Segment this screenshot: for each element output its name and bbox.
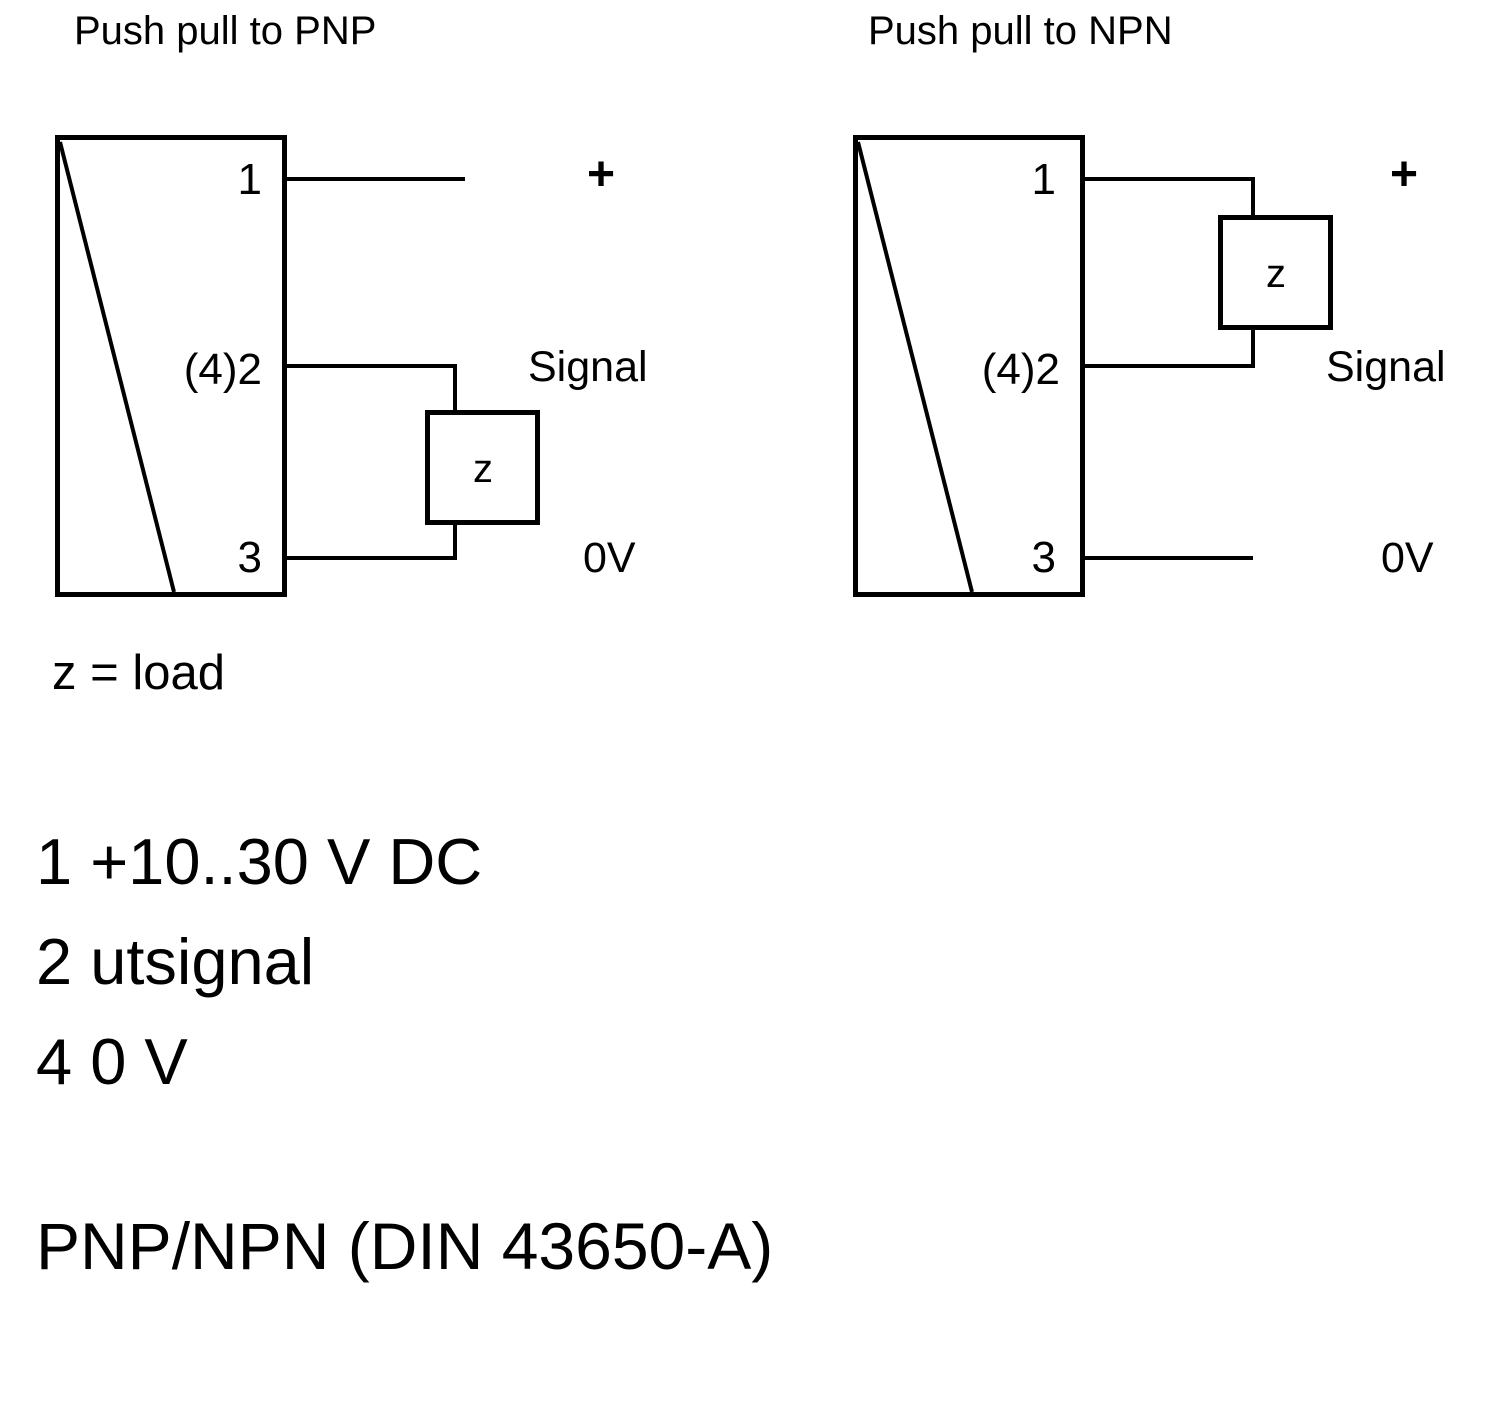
pin-description-line: 1 +10..30 V DC: [36, 825, 483, 898]
pnp-zero-volt-label: 0V: [583, 534, 636, 582]
pnp-sensor-body: [55, 135, 287, 597]
npn-sensor-diagonal-line: [856, 141, 974, 593]
pnp-signal-label: Signal: [528, 343, 648, 391]
pnp-terminal-1-label: 1: [238, 155, 262, 204]
pnp-plus-label: +: [587, 148, 615, 201]
npn-sensor-body: [853, 135, 1085, 597]
pnp-zero-volt-wire: [285, 523, 457, 560]
pnp-diagram: Push pull to PNP 1 (4)2 3 z + Signal 0V: [55, 9, 648, 597]
npn-diagram: Push pull to NPN 1 (4)2 3 z + Signal 0V: [853, 9, 1446, 597]
connector-type-label: PNP/NPN (DIN 43650-A): [36, 1209, 774, 1283]
npn-terminal-2-label: (4)2: [982, 345, 1060, 394]
npn-diagram-title: Push pull to NPN: [868, 9, 1173, 53]
pnp-diagram-title: Push pull to PNP: [74, 9, 376, 53]
npn-plus-label: +: [1390, 148, 1418, 201]
npn-load-box: [1218, 215, 1333, 330]
npn-load-label: z: [1266, 252, 1286, 296]
load-legend: z = load: [52, 646, 225, 700]
pnp-sensor-diagonal-line: [58, 141, 176, 593]
pnp-terminal-3-label: 3: [238, 533, 262, 582]
pnp-load-label: z: [473, 447, 493, 491]
pnp-signal-wire: [285, 364, 457, 412]
pin-description-list: 1 +10..30 V DC 2 utsignal 4 0 V: [36, 812, 482, 1112]
npn-plus-wire: [1083, 177, 1255, 217]
pnp-terminal-2-label: (4)2: [184, 345, 262, 394]
pin-description-line: 4 0 V: [36, 1025, 188, 1098]
npn-signal-label: Signal: [1326, 343, 1446, 391]
npn-zero-volt-label: 0V: [1381, 534, 1434, 582]
npn-terminal-1-label: 1: [1032, 155, 1056, 204]
pnp-load-box: [425, 410, 540, 525]
npn-signal-wire: [1083, 328, 1255, 368]
pin-description-line: 2 utsignal: [36, 925, 315, 998]
npn-terminal-3-label: 3: [1032, 533, 1056, 582]
